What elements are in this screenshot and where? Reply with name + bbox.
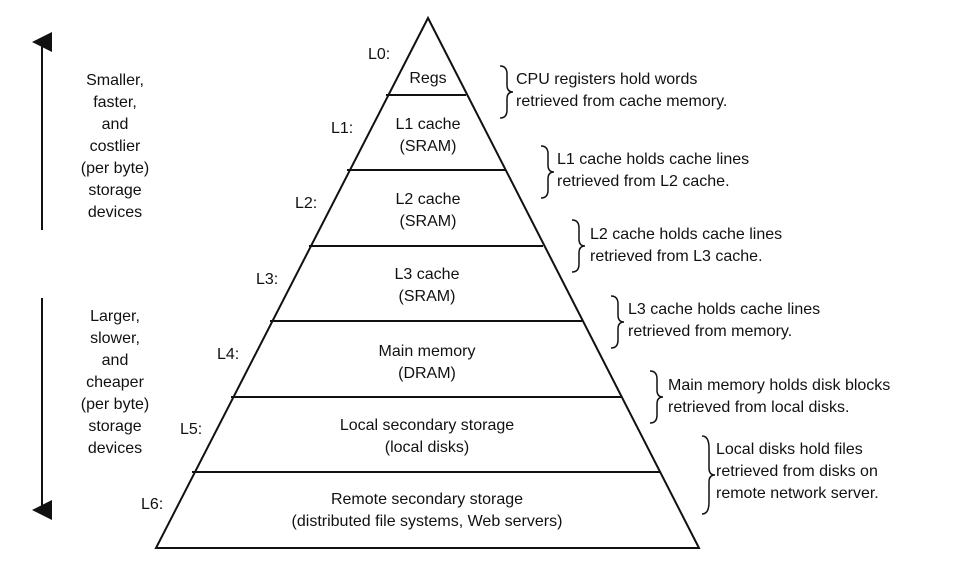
level-label-l0: L0: xyxy=(368,46,391,63)
tier-text-l3: L3 cache (SRAM) xyxy=(394,266,460,305)
level-label-l6: L6: xyxy=(141,496,164,513)
description-l5: Local disks hold files retrieved from di… xyxy=(716,441,879,502)
brace-l3 xyxy=(610,295,625,349)
level-label-l3: L3: xyxy=(256,271,279,288)
description-l3: L3 cache holds cache lines retrieved fro… xyxy=(628,301,821,340)
description-l0: CPU registers hold words retrieved from … xyxy=(516,71,728,110)
level-label-l1: L1: xyxy=(331,120,354,137)
tier-text-l1: L1 cache (SRAM) xyxy=(395,116,461,155)
description-l1: L1 cache holds cache lines retrieved fro… xyxy=(557,151,750,190)
brace-l2 xyxy=(571,219,586,273)
tier-text-l0: Regs xyxy=(409,70,447,87)
bottom-side-text: Larger, slower, and cheaper (per byte) s… xyxy=(80,308,150,457)
tier-text-l2: L2 cache (SRAM) xyxy=(395,191,461,230)
pyramid-outline xyxy=(154,15,701,549)
tier-text-l5: Local secondary storage (local disks) xyxy=(339,417,515,456)
tier-text-l4: Main memory (DRAM) xyxy=(378,343,476,382)
level-label-l5: L5: xyxy=(180,421,203,438)
description-l4: Main memory holds disk blocks retrieved … xyxy=(668,377,891,416)
brace-l5 xyxy=(701,435,716,515)
brace-l4 xyxy=(649,370,664,424)
description-l2: L2 cache holds cache lines retrieved fro… xyxy=(590,226,783,265)
level-label-l2: L2: xyxy=(295,195,318,212)
level-label-l4: L4: xyxy=(217,346,240,363)
brace-l0 xyxy=(499,65,514,119)
tier-text-l6: Remote secondary storage (distributed fi… xyxy=(291,491,563,530)
brace-l1 xyxy=(540,145,555,199)
top-side-text: Smaller, faster, and costlier (per byte)… xyxy=(80,72,150,221)
